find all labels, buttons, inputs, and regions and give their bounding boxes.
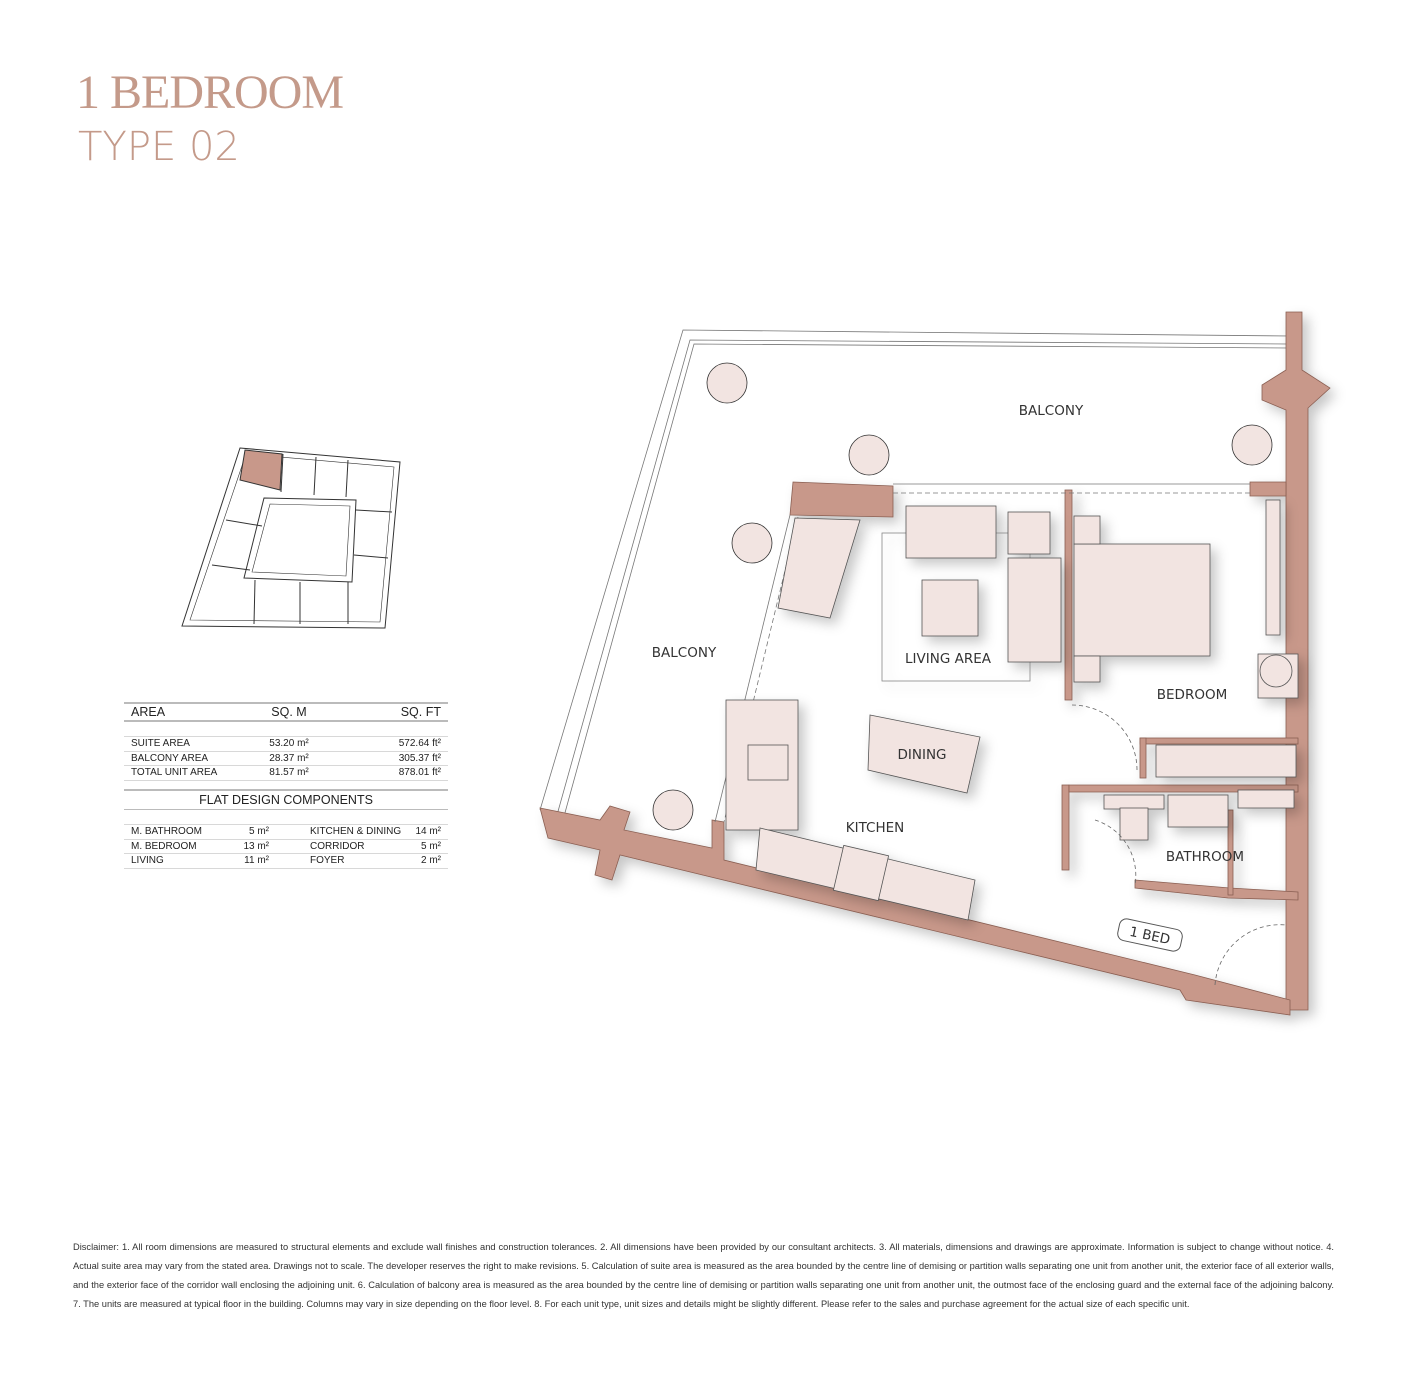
label-bedroom: BEDROOM <box>1157 687 1227 703</box>
label-dining: DINING <box>897 747 946 763</box>
furniture <box>725 499 1299 921</box>
label-kitchen: KITCHEN <box>846 820 905 836</box>
unit-title: 1 BEDROOM <box>76 66 344 119</box>
coffee-table <box>921 579 979 637</box>
shower <box>1237 789 1295 809</box>
closet-door <box>1265 499 1281 636</box>
label-balcony-left: BALCONY <box>652 645 717 661</box>
key-plan <box>181 447 401 629</box>
label-living-area: LIVING AREA <box>905 651 992 667</box>
components-title: FLAT DESIGN COMPONENTS <box>124 789 448 810</box>
label-balcony-top: BALCONY <box>1019 403 1084 419</box>
unit-type: TYPE 02 <box>78 124 240 170</box>
tv-unit <box>777 517 861 619</box>
plant-icons <box>652 362 1273 831</box>
disclaimer: Disclaimer: 1. All room dimensions are m… <box>73 1242 1334 1309</box>
key-plan-highlight <box>239 449 283 491</box>
toilet <box>1119 807 1149 841</box>
bed <box>1073 543 1211 657</box>
door-swings <box>1071 704 1287 986</box>
dining-table <box>867 714 981 794</box>
cooktop <box>832 844 890 902</box>
wardrobe <box>1155 744 1297 778</box>
unit-tag: 1 BED <box>1117 918 1183 952</box>
sofa <box>905 505 997 559</box>
side-table <box>1007 511 1051 555</box>
armchair <box>1007 557 1062 663</box>
balcony-outline <box>539 329 1291 821</box>
vanity <box>1167 794 1229 828</box>
label-bathroom: BATHROOM <box>1166 849 1244 865</box>
area-table-header: AREA SQ. M SQ. FT <box>124 702 448 722</box>
